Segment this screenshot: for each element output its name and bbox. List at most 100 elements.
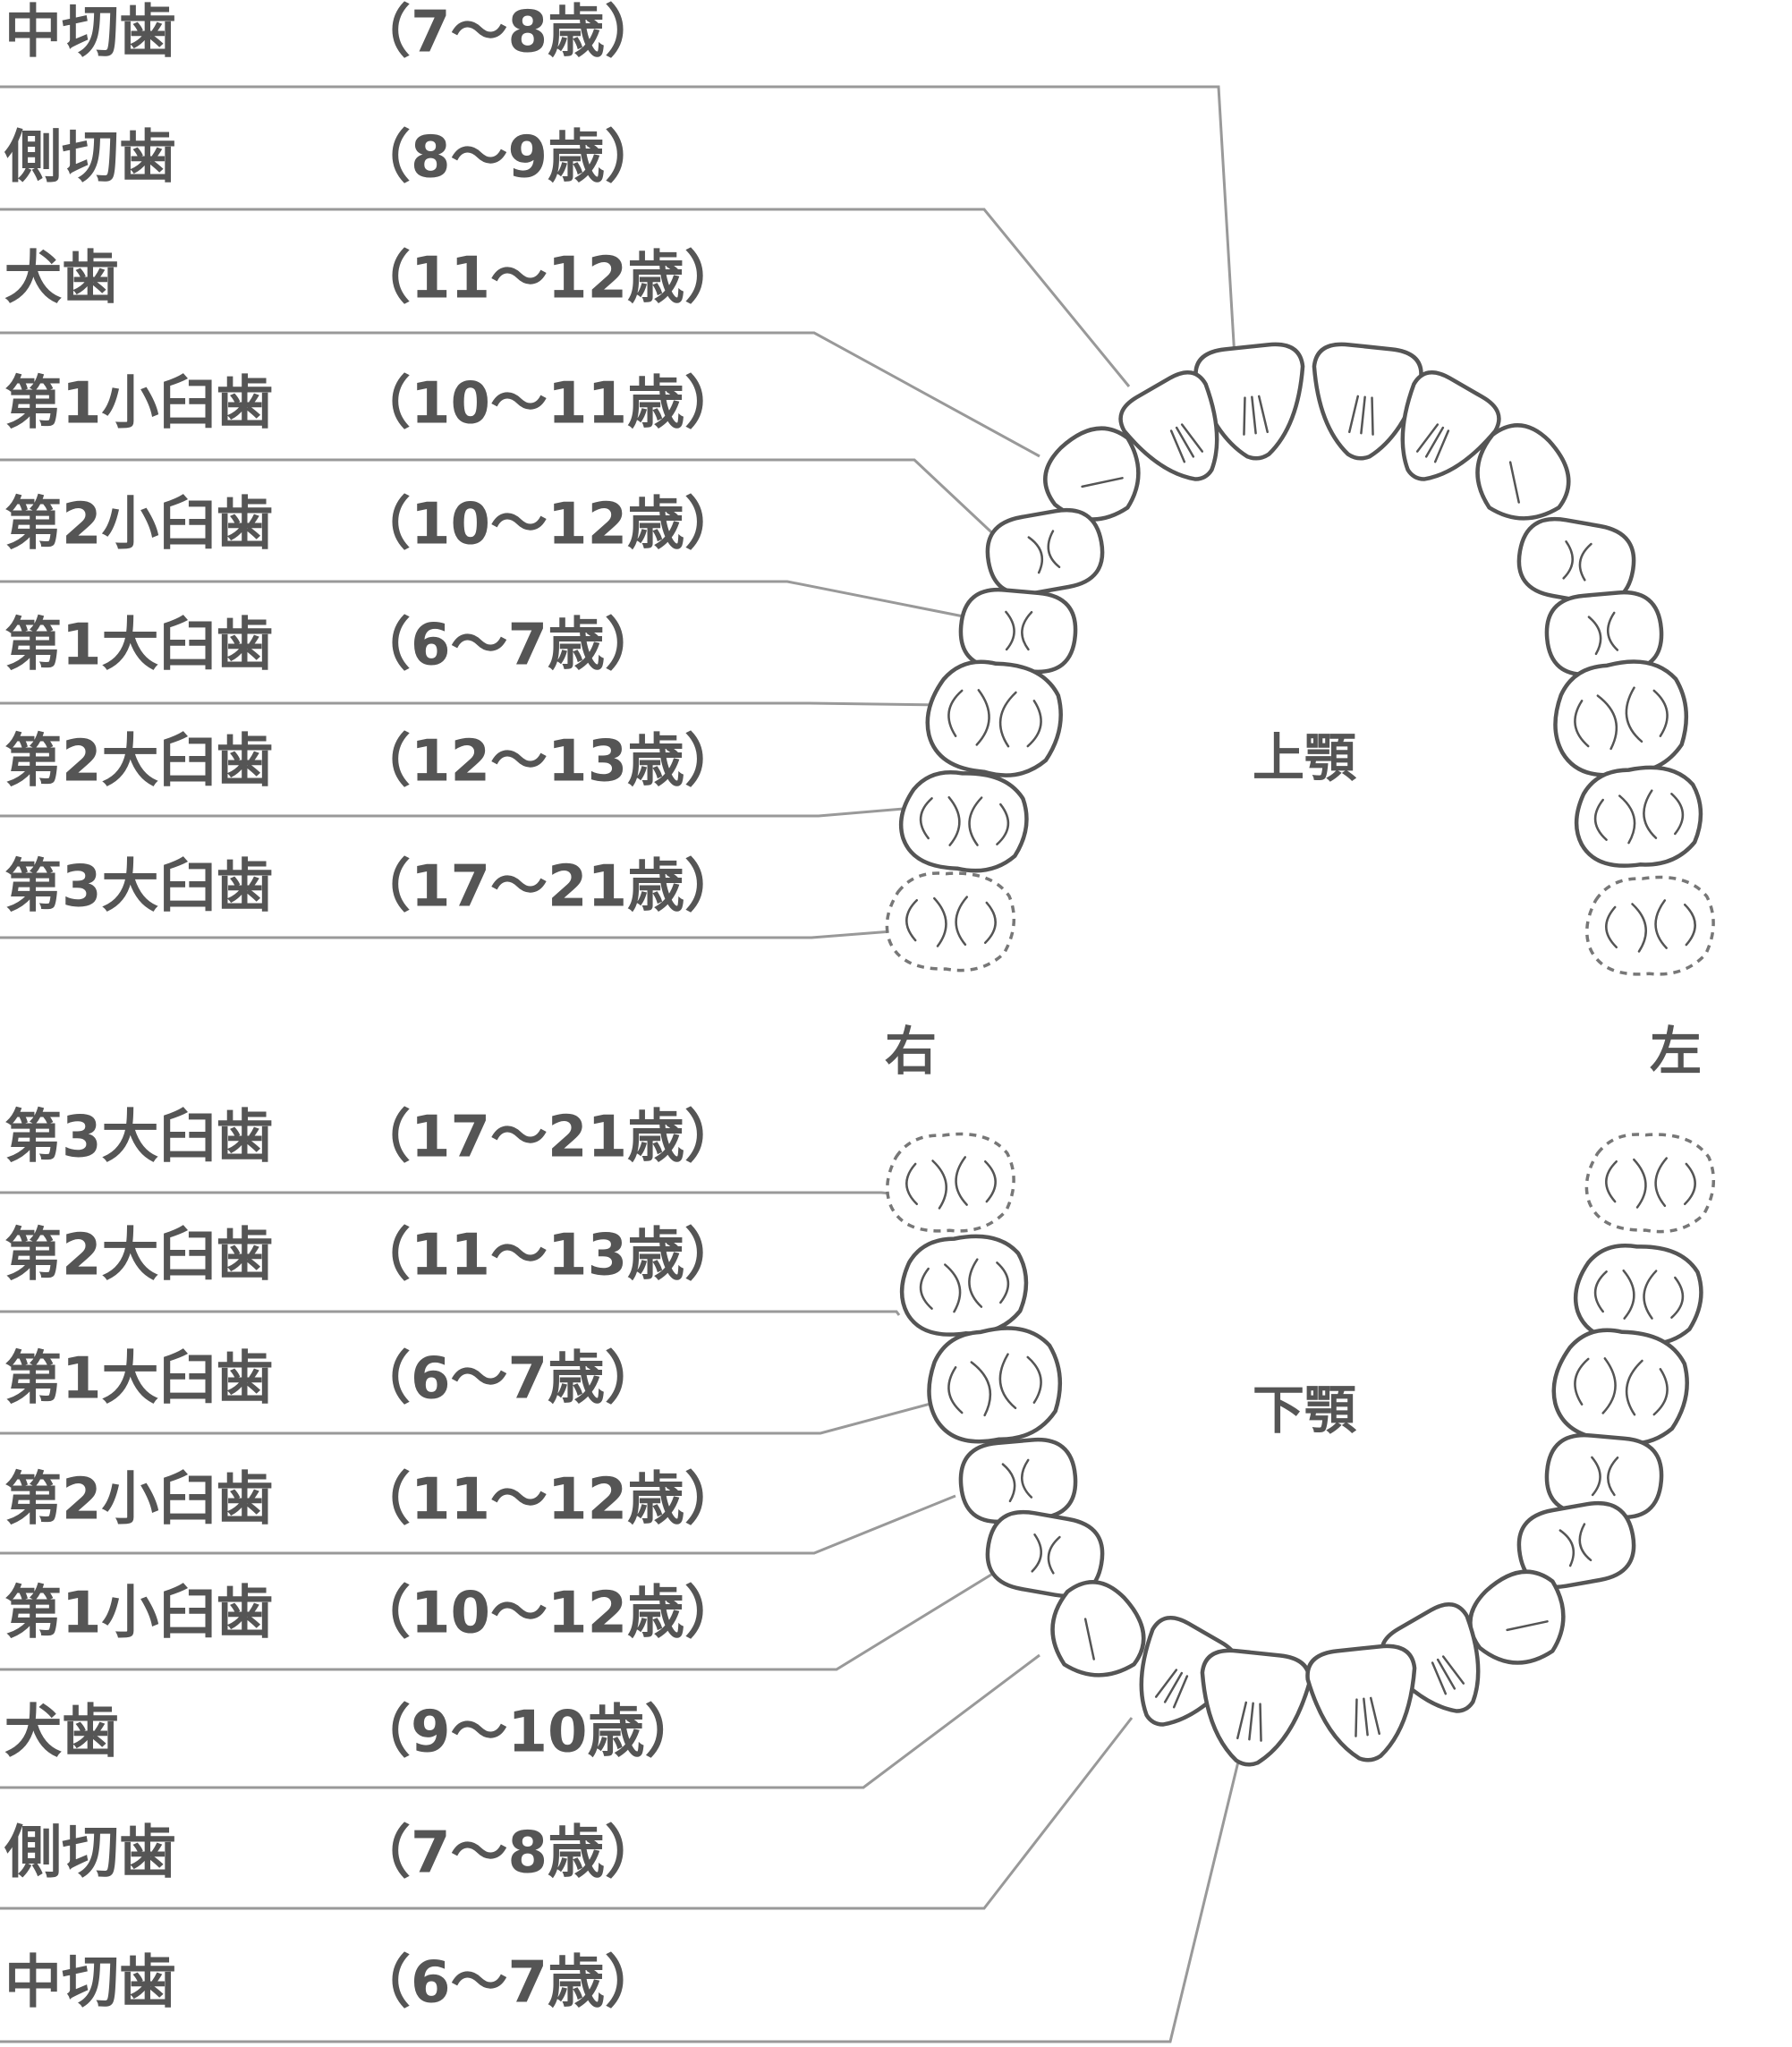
upper-tooth-outline-4 bbox=[985, 507, 1105, 597]
incisor-ridge-1 bbox=[1154, 1669, 1178, 1698]
upper-tooth-outline-12 bbox=[1516, 516, 1636, 606]
upper-leader-line-1 bbox=[0, 85, 1236, 359]
lower-tooth-6 bbox=[1050, 1580, 1146, 1678]
upper-tooth-7 bbox=[898, 770, 1029, 873]
incisor-ridge-1 bbox=[1431, 1661, 1448, 1695]
right-side-label: 右 bbox=[885, 1021, 937, 1082]
upper-tooth-4 bbox=[985, 507, 1105, 597]
groove-right bbox=[1643, 1270, 1658, 1320]
incisor-ridge-3 bbox=[1371, 396, 1374, 436]
groove-left bbox=[975, 689, 990, 746]
upper-tooth-outline-8 bbox=[885, 871, 1016, 973]
lower-tooth-11 bbox=[1551, 1328, 1689, 1446]
upper-tooth-name-7: 第2大臼歯 bbox=[4, 729, 274, 795]
upper-tooth-15 bbox=[1574, 765, 1703, 868]
incisor-ridge-2 bbox=[1363, 1697, 1369, 1737]
lower-tooth-age-7: （7～8歳） bbox=[353, 1821, 662, 1887]
groove-right bbox=[1047, 530, 1061, 569]
lower-tooth-name-1: 第3大臼歯 bbox=[4, 1105, 274, 1171]
upper-leader-line-6 bbox=[0, 701, 945, 707]
groove-right bbox=[998, 1353, 1017, 1410]
groove-right bbox=[1021, 610, 1033, 651]
incisor-ridge-1 bbox=[1236, 1701, 1248, 1740]
lower-leader-line-3 bbox=[0, 1398, 945, 1435]
upper-tooth-16 bbox=[1585, 875, 1715, 976]
lower-tooth-outline-16 bbox=[1305, 1644, 1417, 1762]
canine-ridge bbox=[1081, 477, 1124, 488]
lower-tooth-4 bbox=[958, 1437, 1078, 1525]
upper-tooth-outline-9 bbox=[1312, 342, 1423, 461]
lower-tooth-outline-3 bbox=[927, 1326, 1062, 1444]
incisor-ridge-2 bbox=[1424, 426, 1445, 458]
cusp-arc-right bbox=[1652, 1368, 1669, 1416]
incisor-ridge-2 bbox=[1360, 395, 1366, 435]
lower-tooth-name-4: 第2小臼歯 bbox=[4, 1467, 274, 1533]
groove-left bbox=[947, 795, 961, 846]
lower-tooth-7 bbox=[1139, 1616, 1240, 1727]
cusp-arc-right bbox=[1670, 793, 1685, 836]
lower-tooth-outline-8 bbox=[1200, 1648, 1312, 1767]
upper-tooth-8 bbox=[885, 871, 1016, 973]
cusp-arc-left bbox=[1574, 700, 1590, 748]
groove-right bbox=[1578, 542, 1592, 582]
groove-right bbox=[1578, 1523, 1592, 1562]
upper-tooth-age-1: （7～8歳） bbox=[353, 0, 662, 66]
groove-right bbox=[1625, 1359, 1643, 1416]
upper-tooth-name-8: 第3大臼歯 bbox=[4, 854, 274, 921]
incisor-ridge-1 bbox=[1243, 396, 1246, 436]
incisor-ridge-3 bbox=[1259, 1703, 1262, 1742]
incisor-ridge-3 bbox=[1441, 1655, 1465, 1685]
incisor-ridge-2 bbox=[1251, 395, 1257, 435]
cusp-arc-right bbox=[983, 1160, 997, 1203]
groove-right bbox=[1047, 1535, 1061, 1575]
groove-left bbox=[1631, 903, 1647, 953]
upper-tooth-name-3: 犬歯 bbox=[4, 246, 119, 312]
upper-leader-line-4 bbox=[0, 458, 1004, 544]
upper-tooth-outline-10 bbox=[1400, 370, 1501, 481]
lower-tooth-outline-7 bbox=[1139, 1616, 1240, 1727]
upper-tooth-6 bbox=[925, 659, 1063, 777]
cusp-arc-right bbox=[1670, 1276, 1685, 1319]
cusp-arc-right bbox=[1026, 1355, 1042, 1404]
lower-tooth-age-2: （11～13歳） bbox=[353, 1223, 742, 1289]
incisor-ridge-3 bbox=[1369, 1696, 1380, 1736]
upper-tooth-13 bbox=[1544, 590, 1664, 677]
cusp-arc-right bbox=[1683, 1162, 1696, 1205]
lower-tooth-outline-9 bbox=[1584, 1133, 1716, 1234]
lower-tooth-13 bbox=[1516, 1500, 1636, 1590]
groove-left bbox=[1622, 1269, 1635, 1320]
upper-tooth-age-8: （17～21歳） bbox=[353, 854, 742, 921]
upper-tooth-3 bbox=[1043, 426, 1141, 522]
incisor-ridge-3 bbox=[1172, 1675, 1189, 1709]
lower-tooth-outline-5 bbox=[985, 1509, 1105, 1599]
left-side-label: 左 bbox=[1650, 1021, 1702, 1082]
canine-ridge bbox=[1508, 461, 1520, 504]
upper-tooth-outline-13 bbox=[1544, 590, 1664, 677]
lower-leader-line-4 bbox=[0, 1494, 956, 1555]
groove-right bbox=[1654, 899, 1668, 949]
incisor-ridge-1 bbox=[1348, 395, 1360, 434]
upper-tooth-age-4: （10～11歳） bbox=[353, 371, 742, 437]
lower-leader-line-8 bbox=[0, 1757, 1241, 2043]
groove-right bbox=[1643, 789, 1658, 839]
incisor-ridge-2 bbox=[1248, 1702, 1254, 1741]
groove-right bbox=[968, 1258, 983, 1308]
groove-left bbox=[1005, 610, 1015, 651]
lower-leader-line-1 bbox=[0, 1191, 900, 1196]
upper-tooth-14 bbox=[1553, 659, 1688, 777]
groove-left bbox=[1558, 1529, 1575, 1567]
cusp-arc-left bbox=[947, 689, 964, 737]
lower-tooth-age-1: （17～21歳） bbox=[353, 1105, 742, 1171]
lower-tooth-outline-1 bbox=[886, 1132, 1015, 1233]
incisor-ridge-2 bbox=[1436, 1658, 1457, 1690]
leader-lines bbox=[0, 85, 1241, 2043]
upper-tooth-age-7: （12～13歳） bbox=[353, 729, 742, 795]
groove-right bbox=[955, 896, 969, 947]
lower-tooth-outline-4 bbox=[958, 1437, 1078, 1525]
groove-left bbox=[1001, 1463, 1016, 1503]
lower-tooth-name-6: 犬歯 bbox=[4, 1700, 119, 1766]
lower-tooth-age-8: （6～7歳） bbox=[353, 1950, 662, 2017]
cusp-arc-right bbox=[1683, 904, 1696, 947]
upper-tooth-9 bbox=[1312, 342, 1423, 461]
